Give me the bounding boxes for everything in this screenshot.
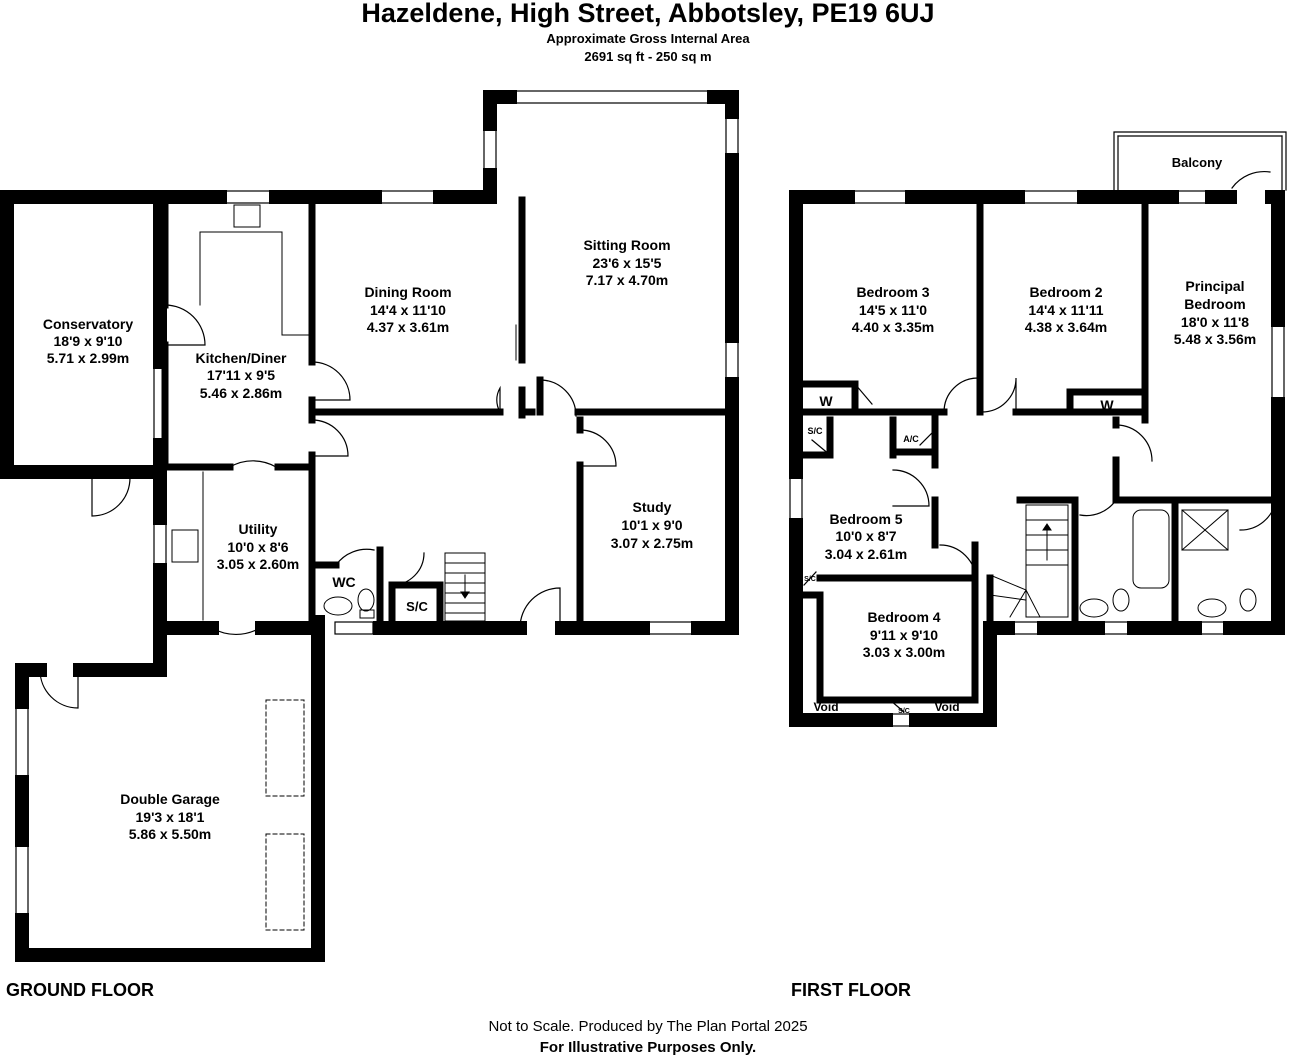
- svg-text:23'6 x 15'5: 23'6 x 15'5: [593, 255, 662, 271]
- svg-text:Bedroom 4: Bedroom 4: [867, 609, 940, 625]
- ground-floor-windows: [15, 90, 739, 919]
- first-floor-stairs-icon: [989, 504, 1069, 618]
- svg-text:3.05 x 2.60m: 3.05 x 2.60m: [217, 556, 300, 572]
- first-floor-exterior-walls: [789, 190, 1285, 727]
- ground-floor-exterior-walls: [0, 90, 739, 962]
- svg-text:Study: Study: [633, 499, 672, 515]
- toilet-icon: [357, 588, 375, 612]
- garage-rooflight: [265, 833, 305, 931]
- room-sitting: Sitting Room 23'6 x 15'5 7.17 x 4.70m: [583, 237, 670, 288]
- svg-text:Kitchen/Diner: Kitchen/Diner: [195, 350, 287, 366]
- svg-text:18'9 x 9'10: 18'9 x 9'10: [54, 333, 123, 349]
- storage-cupboard-label: S/C: [406, 599, 428, 614]
- svg-text:5.48 x 3.56m: 5.48 x 3.56m: [1174, 331, 1257, 347]
- room-principal-bedroom: Principal Bedroom 18'0 x 11'8 5.48 x 3.5…: [1174, 278, 1257, 347]
- footer-credit: Not to Scale. Produced by The Plan Porta…: [488, 1018, 807, 1035]
- basin-icon: [1197, 598, 1227, 618]
- kitchen-sink-icon: [233, 204, 261, 228]
- page-title: Hazeldene, High Street, Abbotsley, PE19 …: [361, 0, 934, 28]
- svg-text:14'4 x 11'11: 14'4 x 11'11: [1028, 302, 1103, 318]
- bath-icon: [1132, 509, 1170, 589]
- room-bedroom-5: Bedroom 5 10'0 x 8'7 3.04 x 2.61m: [825, 511, 908, 562]
- svg-text:3.07 x 2.75m: 3.07 x 2.75m: [611, 535, 694, 551]
- first-floor-fixtures: [989, 504, 1257, 618]
- wardrobe-label: W: [1100, 397, 1114, 413]
- svg-text:17'11 x 9'5: 17'11 x 9'5: [207, 367, 275, 383]
- room-bedroom-4: Bedroom 4 9'11 x 9'10 3.03 x 3.00m: [863, 609, 946, 660]
- first-floor-doors: [803, 171, 1277, 713]
- area-label: Approximate Gross Internal Area: [546, 31, 750, 46]
- svg-text:5.86 x 5.50m: 5.86 x 5.50m: [129, 826, 212, 842]
- room-bedroom-2: Bedroom 2 14'4 x 11'11 4.38 x 3.64m: [1025, 284, 1108, 335]
- room-dining: Dining Room 14'4 x 11'10 4.37 x 3.61m: [364, 284, 451, 335]
- svg-text:Sitting Room: Sitting Room: [583, 237, 670, 253]
- svg-text:Utility: Utility: [239, 521, 278, 537]
- toilet-icon: [1239, 588, 1257, 612]
- room-double-garage: Double Garage 19'3 x 18'1 5.86 x 5.50m: [120, 791, 220, 842]
- svg-text:5.71 x 2.99m: 5.71 x 2.99m: [47, 350, 130, 366]
- kitchen-worktop: [199, 231, 310, 336]
- toilet-icon: [1112, 588, 1130, 612]
- ground-floor-interior-walls: [161, 193, 736, 632]
- svg-text:4.37 x 3.61m: 4.37 x 3.61m: [367, 319, 450, 335]
- first-floor-interior-walls: [796, 196, 1282, 704]
- void-label: Void: [813, 700, 838, 714]
- ground-floor: [0, 90, 739, 962]
- room-bedroom-3: Bedroom 3 14'5 x 11'0 4.40 x 3.35m: [852, 284, 935, 335]
- svg-text:9'11 x 9'10: 9'11 x 9'10: [870, 627, 938, 643]
- svg-text:Bedroom: Bedroom: [1184, 296, 1245, 312]
- room-utility: Utility 10'0 x 8'6 3.05 x 2.60m: [217, 521, 300, 572]
- svg-text:10'1 x 9'0: 10'1 x 9'0: [621, 517, 682, 533]
- first-floor-labels: Balcony Bedroom 3 14'5 x 11'0 4.40 x 3.3…: [791, 155, 1256, 1000]
- wardrobe-label: W: [819, 393, 833, 409]
- ground-floor-label: GROUND FLOOR: [6, 980, 154, 1000]
- svg-text:Dining Room: Dining Room: [364, 284, 451, 300]
- void-label: Void: [934, 700, 959, 714]
- svg-text:10'0 x 8'7: 10'0 x 8'7: [835, 528, 896, 544]
- garage-rooflight: [265, 699, 305, 797]
- stairs-icon: [444, 552, 486, 622]
- room-study: Study 10'1 x 9'0 3.07 x 2.75m: [611, 499, 694, 551]
- svg-text:Principal: Principal: [1185, 278, 1244, 294]
- room-conservatory: Conservatory 18'9 x 9'10 5.71 x 2.99m: [43, 316, 133, 366]
- shower-icon: [1181, 509, 1229, 551]
- svg-text:14'5 x 11'0: 14'5 x 11'0: [859, 302, 927, 318]
- utility-sink-icon: [171, 529, 199, 563]
- svg-text:3.03 x 3.00m: 3.03 x 3.00m: [863, 644, 946, 660]
- balcony-outline: [1113, 131, 1287, 191]
- ground-floor-fixtures: [171, 204, 520, 931]
- basin-icon: [323, 596, 353, 616]
- svg-text:14'4 x 11'10: 14'4 x 11'10: [370, 302, 446, 318]
- svg-text:Bedroom 2: Bedroom 2: [1029, 284, 1102, 300]
- footer-disclaimer: For Illustrative Purposes Only.: [540, 1039, 756, 1056]
- svg-text:5.46 x 2.86m: 5.46 x 2.86m: [200, 385, 283, 401]
- wc-label: WC: [332, 574, 355, 590]
- ground-floor-doors: [39, 304, 617, 709]
- airing-cupboard-label: A/C: [903, 434, 919, 444]
- basin-icon: [1079, 598, 1109, 618]
- first-floor-label: FIRST FLOOR: [791, 980, 911, 1000]
- svg-text:10'0 x 8'6: 10'0 x 8'6: [227, 539, 288, 555]
- svg-text:7.17 x 4.70m: 7.17 x 4.70m: [586, 272, 669, 288]
- balcony-label: Balcony: [1172, 155, 1223, 170]
- svg-text:3.04 x 2.61m: 3.04 x 2.61m: [825, 546, 908, 562]
- storage-cupboard-label: S/C: [898, 708, 910, 715]
- first-floor: [789, 131, 1287, 727]
- svg-text:Conservatory: Conservatory: [43, 316, 133, 332]
- room-kitchen-diner: Kitchen/Diner 17'11 x 9'5 5.46 x 2.86m: [195, 350, 287, 401]
- svg-text:Bedroom 5: Bedroom 5: [829, 511, 902, 527]
- svg-text:4.40 x 3.35m: 4.40 x 3.35m: [852, 319, 935, 335]
- svg-text:18'0 x 11'8: 18'0 x 11'8: [1181, 314, 1249, 330]
- area-value: 2691 sq ft - 250 sq m: [584, 49, 711, 64]
- svg-text:Double Garage: Double Garage: [120, 791, 220, 807]
- first-floor-windows: [789, 190, 1285, 727]
- svg-text:4.38 x 3.64m: 4.38 x 3.64m: [1025, 319, 1108, 335]
- ground-floor-labels: Conservatory 18'9 x 9'10 5.71 x 2.99m Ki…: [6, 237, 693, 1000]
- storage-cupboard-label: S/C: [807, 426, 823, 436]
- svg-text:Bedroom 3: Bedroom 3: [856, 284, 929, 300]
- storage-cupboard-label: S/C: [804, 576, 816, 583]
- svg-text:19'3 x 18'1: 19'3 x 18'1: [136, 809, 205, 825]
